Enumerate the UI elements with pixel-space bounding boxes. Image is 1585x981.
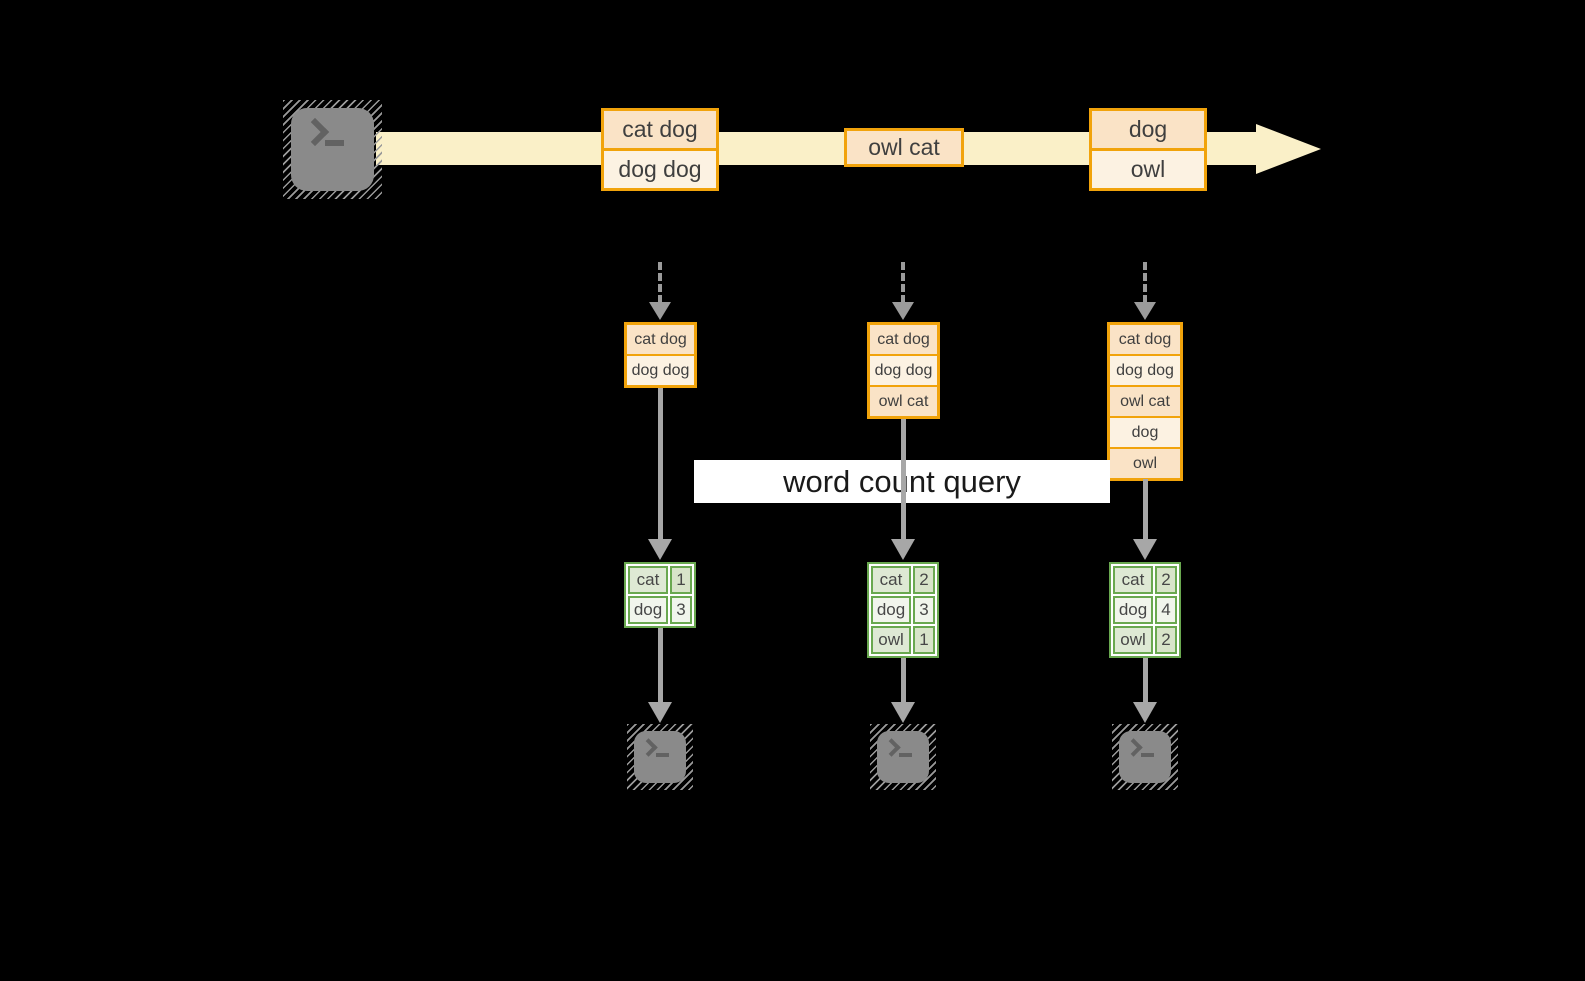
- word-cell: cat: [628, 566, 668, 594]
- terminal-sink-icon-1: [627, 724, 693, 790]
- input-row: dog: [1110, 418, 1180, 447]
- word-cell: dog: [1113, 596, 1153, 624]
- input-row: dog dog: [627, 356, 694, 385]
- count-cell: 1: [913, 626, 935, 654]
- word-cell: cat: [871, 566, 911, 594]
- trigger-arrow-2: [901, 262, 905, 303]
- trigger-arrowhead-icon: [892, 302, 914, 320]
- sink-arrow-3: [1143, 658, 1148, 704]
- count-cell: 4: [1155, 596, 1177, 624]
- terminal-sink-icon-3: [1112, 724, 1178, 790]
- input-row: dog dog: [1110, 356, 1180, 385]
- word-cell: owl: [871, 626, 911, 654]
- stream-record: owl cat: [847, 131, 961, 164]
- query-flow-arrow-1: [658, 388, 663, 540]
- input-row: dog dog: [870, 356, 937, 385]
- stream-batch-2: owl cat: [844, 128, 964, 167]
- input-row: owl cat: [870, 387, 937, 416]
- query-flow-arrowhead-icon: [1133, 539, 1157, 560]
- prompt-underscore-icon: [899, 753, 912, 757]
- sink-arrow-1: [658, 628, 663, 704]
- stream-batch-1: cat dog dog dog: [601, 108, 719, 191]
- count-cell: 2: [913, 566, 935, 594]
- terminal-sink-body: [1119, 731, 1171, 783]
- terminal-source-body: [291, 108, 374, 191]
- prompt-chevron-icon: [1124, 738, 1143, 757]
- input-row: cat dog: [870, 325, 937, 354]
- word-cell: dog: [628, 596, 668, 624]
- microbatch-input-3: cat dog dog dog owl cat dog owl: [1107, 322, 1183, 481]
- stream-record: cat dog: [604, 111, 716, 148]
- result-table-3: cat 2 dog 4 owl 2: [1109, 562, 1181, 658]
- stream-record: owl: [1092, 151, 1204, 188]
- result-table-2: cat 2 dog 3 owl 1: [867, 562, 939, 658]
- query-flow-arrow-2: [901, 419, 906, 540]
- terminal-sink-icon-2: [870, 724, 936, 790]
- stream-timeline-arrowhead-icon: [1256, 124, 1321, 174]
- sink-arrowhead-icon: [891, 702, 915, 723]
- input-row: cat dog: [1110, 325, 1180, 354]
- microbatch-input-2: cat dog dog dog owl cat: [867, 322, 940, 419]
- microbatch-input-1: cat dog dog dog: [624, 322, 697, 388]
- sink-arrow-2: [901, 658, 906, 704]
- input-row: owl cat: [1110, 387, 1180, 416]
- prompt-underscore-icon: [656, 753, 669, 757]
- prompt-underscore-icon: [325, 140, 344, 146]
- sink-arrowhead-icon: [648, 702, 672, 723]
- word-cell: dog: [871, 596, 911, 624]
- stream-record: dog dog: [604, 151, 716, 188]
- prompt-underscore-icon: [1141, 753, 1154, 757]
- count-cell: 1: [670, 566, 692, 594]
- input-row: cat dog: [627, 325, 694, 354]
- terminal-sink-body: [634, 731, 686, 783]
- terminal-sink-body: [877, 731, 929, 783]
- query-flow-arrowhead-icon: [891, 539, 915, 560]
- prompt-chevron-icon: [882, 738, 901, 757]
- count-cell: 3: [670, 596, 692, 624]
- trigger-arrowhead-icon: [1134, 302, 1156, 320]
- sink-arrowhead-icon: [1133, 702, 1157, 723]
- trigger-arrowhead-icon: [649, 302, 671, 320]
- count-cell: 2: [1155, 566, 1177, 594]
- prompt-chevron-icon: [639, 738, 658, 757]
- trigger-arrow-3: [1143, 262, 1147, 303]
- stream-record: dog: [1092, 111, 1204, 148]
- count-cell: 3: [913, 596, 935, 624]
- result-table-1: cat 1 dog 3: [624, 562, 696, 628]
- query-flow-arrow-3: [1143, 479, 1148, 540]
- word-cell: cat: [1113, 566, 1153, 594]
- trigger-arrow-1: [658, 262, 662, 303]
- input-row: owl: [1110, 449, 1180, 478]
- word-cell: owl: [1113, 626, 1153, 654]
- count-cell: 2: [1155, 626, 1177, 654]
- stream-batch-3: dog owl: [1089, 108, 1207, 191]
- query-flow-arrowhead-icon: [648, 539, 672, 560]
- terminal-source-icon: [283, 100, 382, 199]
